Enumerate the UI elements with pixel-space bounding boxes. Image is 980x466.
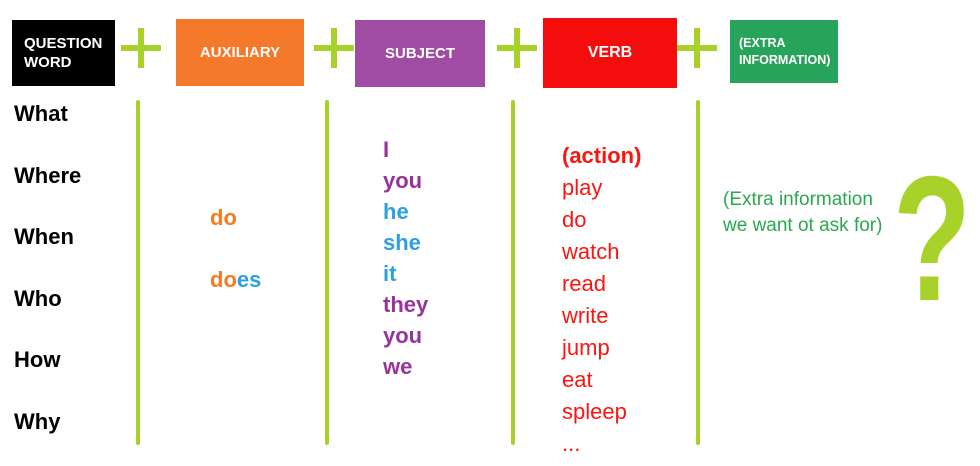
verb-list: (action) play do watch read write jump eat sple…: [562, 140, 641, 460]
header-box-extra-information: (EXTRA INFORMATION): [730, 20, 838, 83]
header-label-verb: VERB: [587, 43, 633, 61]
question-word: Where: [14, 162, 82, 188]
plus-icon: [121, 28, 161, 68]
auxiliary-word-segment: do: [210, 205, 237, 230]
question-word: What: [14, 101, 68, 126]
header-label-auxiliary: AUXILIARY: [199, 43, 281, 61]
subject-pronoun: they: [383, 292, 429, 317]
plus-icon: [314, 28, 354, 68]
verb-example: ...: [562, 431, 581, 456]
question-word: How: [14, 347, 61, 373]
header-box-verb: VERB: [543, 18, 677, 88]
question-word: When: [14, 224, 74, 250]
auxiliary-word: does: [210, 266, 261, 294]
auxiliary-word: do: [210, 204, 261, 232]
verb-example: read: [562, 271, 607, 296]
verb-example: eat: [562, 367, 593, 392]
subject-pronoun: he: [383, 199, 409, 224]
header-box-question-word: QUESTION WORD: [12, 20, 115, 86]
verb-example: write: [562, 303, 609, 328]
column-separator-line: [136, 100, 140, 445]
column-separator-line: [511, 100, 515, 445]
subject-pronoun: you: [383, 323, 423, 348]
question-mark-icon: ?: [892, 139, 972, 338]
subject-pronoun: I: [383, 137, 390, 162]
question-word: Why: [14, 408, 61, 434]
question-word: Who: [14, 285, 62, 311]
auxiliary-word-segment: es: [236, 267, 262, 292]
column-separator-line: [696, 100, 700, 445]
header-label-extra-information: (EXTRA INFORMATION): [739, 35, 831, 67]
plus-icon: [497, 28, 537, 68]
verb-example: spleep: [562, 399, 627, 424]
column-separator-line: [325, 100, 329, 445]
auxiliary-word-segment: do: [210, 267, 237, 292]
verb-example: watch: [562, 239, 620, 264]
header-label-subject: SUBJECT: [384, 44, 455, 62]
subject-pronoun: you: [383, 168, 423, 193]
verb-example: play: [562, 175, 603, 200]
plus-icon: [677, 28, 717, 68]
header-box-auxiliary: AUXILIARY: [176, 19, 304, 86]
extra-information-note: (Extra information we want ot ask for): [723, 189, 883, 236]
header-label-question-word: QUESTION WORD: [24, 34, 103, 72]
verb-example: do: [562, 207, 587, 232]
verb-heading: (action): [562, 143, 642, 168]
subject-pronoun: we: [383, 354, 413, 379]
header-box-subject: SUBJECT: [355, 20, 485, 87]
verb-example: jump: [562, 335, 610, 360]
subject-pronoun: it: [383, 261, 397, 286]
subject-pronoun: she: [383, 230, 421, 255]
